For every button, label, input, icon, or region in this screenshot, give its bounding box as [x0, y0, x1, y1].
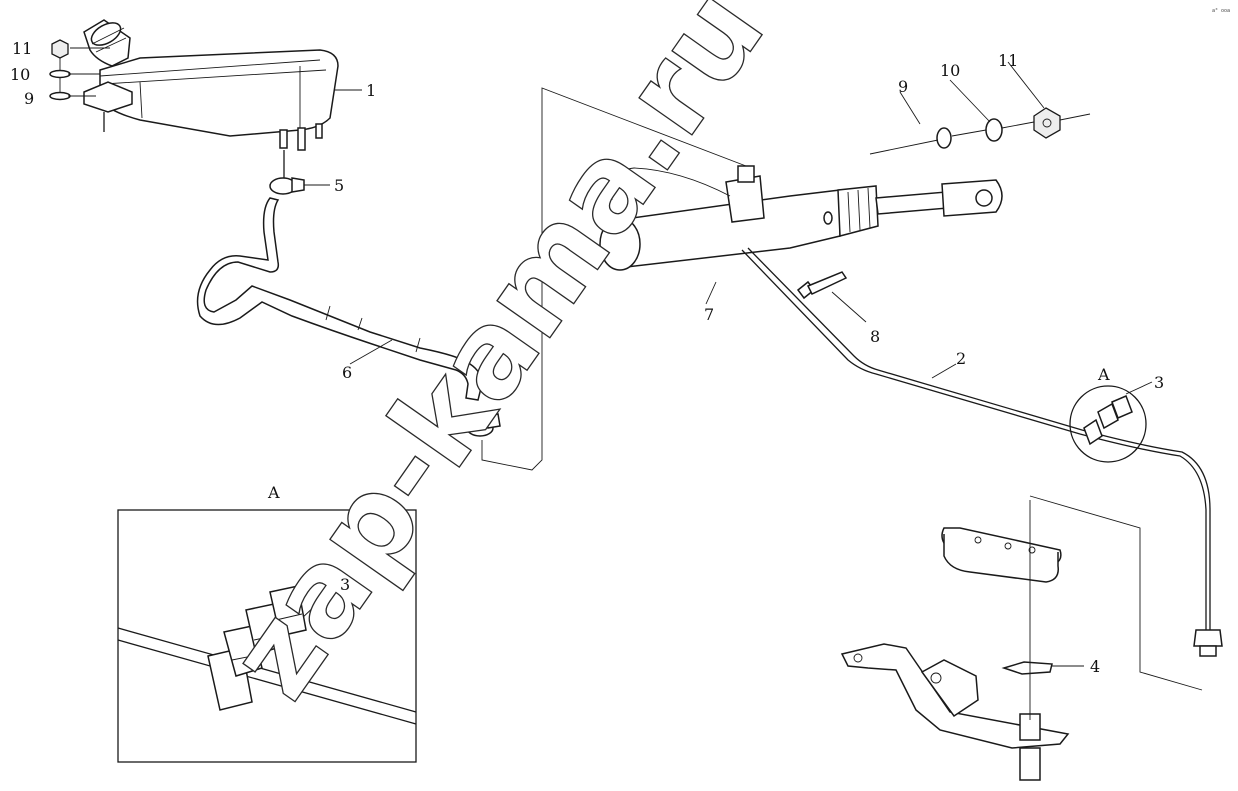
- callout-a-circle: A: [1097, 365, 1110, 384]
- callout-10-right: 10: [940, 61, 960, 80]
- pedal-pad: [941, 527, 1062, 583]
- callout-11-right: 11: [998, 51, 1018, 70]
- callout-7: 7: [704, 305, 714, 324]
- inset-title-a: A: [267, 483, 280, 502]
- callout-8: 8: [870, 327, 880, 346]
- leader-lines: [68, 47, 1203, 720]
- hose-clamp-upper: [269, 150, 305, 195]
- inset-detail-view: [117, 509, 417, 763]
- callout-1: 1: [366, 81, 376, 100]
- callout-3-right: 3: [1154, 373, 1164, 392]
- mounting-bolt: [796, 271, 848, 300]
- pedal-spring-clip: [1001, 661, 1053, 675]
- fastener-stack-right: [869, 107, 1091, 155]
- hose-clamp-lower: [466, 413, 501, 437]
- callout-9-left: 9: [24, 89, 34, 108]
- hose-line: [196, 197, 483, 401]
- callout-2: 2: [956, 349, 966, 368]
- master-cylinder: [599, 165, 1003, 271]
- pedal-bracket: [840, 643, 1070, 781]
- detail-circle-a: [1069, 385, 1147, 463]
- hydraulic-pipe: [741, 247, 1223, 657]
- callout-4: 4: [1090, 657, 1100, 676]
- reservoir-tank: [83, 19, 339, 151]
- callout-11-left: 11: [12, 39, 32, 58]
- callout-5: 5: [334, 176, 344, 195]
- callout-labels: 11 10 9 1 5 6 9 10 11 7 8 2 A 3 4 3 A: [10, 39, 1164, 676]
- callout-3-inset: 3: [340, 575, 350, 594]
- corner-mark: a⁰ ooa: [1212, 8, 1230, 14]
- callout-6: 6: [342, 363, 352, 382]
- callout-9-right: 9: [898, 77, 908, 96]
- fastener-stack-left: [49, 39, 71, 101]
- callout-10-left: 10: [10, 65, 30, 84]
